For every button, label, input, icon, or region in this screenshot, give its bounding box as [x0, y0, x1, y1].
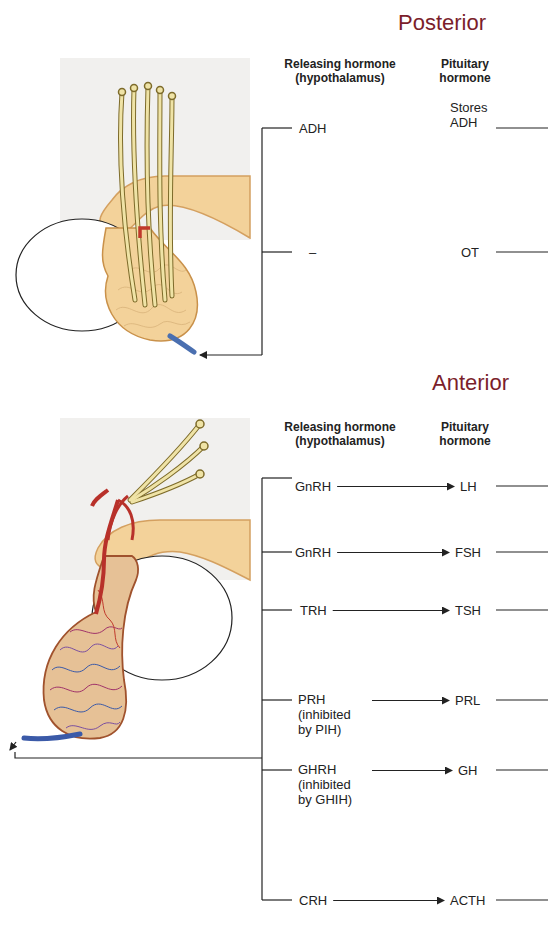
column-header: Releasing hormone (hypothalamus)	[265, 57, 415, 85]
hormone-label: ADH	[299, 121, 326, 136]
hormone-label: ACTH	[450, 893, 485, 908]
hormone-text: PRL	[455, 693, 480, 708]
hormone-text: LH	[460, 479, 477, 494]
hormone-label: GH	[458, 763, 478, 778]
hormone-text: FSH	[455, 545, 481, 560]
release-arrow	[372, 770, 452, 771]
release-arrow	[333, 900, 444, 901]
anterior-illustration	[24, 418, 250, 739]
hormone-text: OT	[461, 245, 479, 260]
hormone-text: GH	[458, 763, 478, 778]
hormone-label: FSH	[455, 545, 481, 560]
bracket	[10, 478, 548, 900]
hormone-label: LH	[460, 479, 477, 494]
posterior-illustration	[16, 58, 250, 352]
section-heading: Anterior	[432, 370, 509, 396]
column-header: Pituitary hormone	[425, 420, 505, 448]
release-arrow	[372, 700, 449, 701]
hormone-text: Stores ADH	[450, 100, 502, 130]
hormone-label: CRH	[299, 893, 327, 908]
hormone-text: –	[309, 245, 316, 260]
release-arrow	[337, 552, 449, 553]
release-arrow	[333, 610, 449, 611]
hormone-label: Stores ADH	[450, 100, 502, 130]
release-arrow	[337, 486, 454, 487]
hormone-label: TSH	[455, 603, 481, 618]
hormone-text: TSH	[455, 603, 481, 618]
section-heading: Posterior	[398, 10, 486, 36]
hormone-label: GnRH	[295, 545, 331, 560]
hormone-text: ADH	[299, 121, 326, 136]
hormone-label: GHRH (inhibited by GHIH)	[298, 762, 366, 807]
hormone-text: TRH	[300, 603, 327, 618]
hormone-text: ACTH	[450, 893, 485, 908]
hormone-label: –	[309, 245, 316, 260]
hormone-text: PRH (inhibited by PIH)	[298, 692, 366, 737]
hormone-label: OT	[461, 245, 479, 260]
hormone-text: GHRH (inhibited by GHIH)	[298, 762, 366, 807]
hormone-label: PRH (inhibited by PIH)	[298, 692, 366, 737]
bracket	[200, 128, 548, 355]
hormone-label: PRL	[455, 693, 480, 708]
column-header: Releasing hormone (hypothalamus)	[265, 420, 415, 448]
hormone-label: TRH	[300, 603, 327, 618]
column-header: Pituitary hormone	[425, 57, 505, 85]
hormone-text: GnRH	[295, 545, 331, 560]
hormone-text: GnRH	[295, 479, 331, 494]
hormone-label: GnRH	[295, 479, 331, 494]
hormone-text: CRH	[299, 893, 327, 908]
